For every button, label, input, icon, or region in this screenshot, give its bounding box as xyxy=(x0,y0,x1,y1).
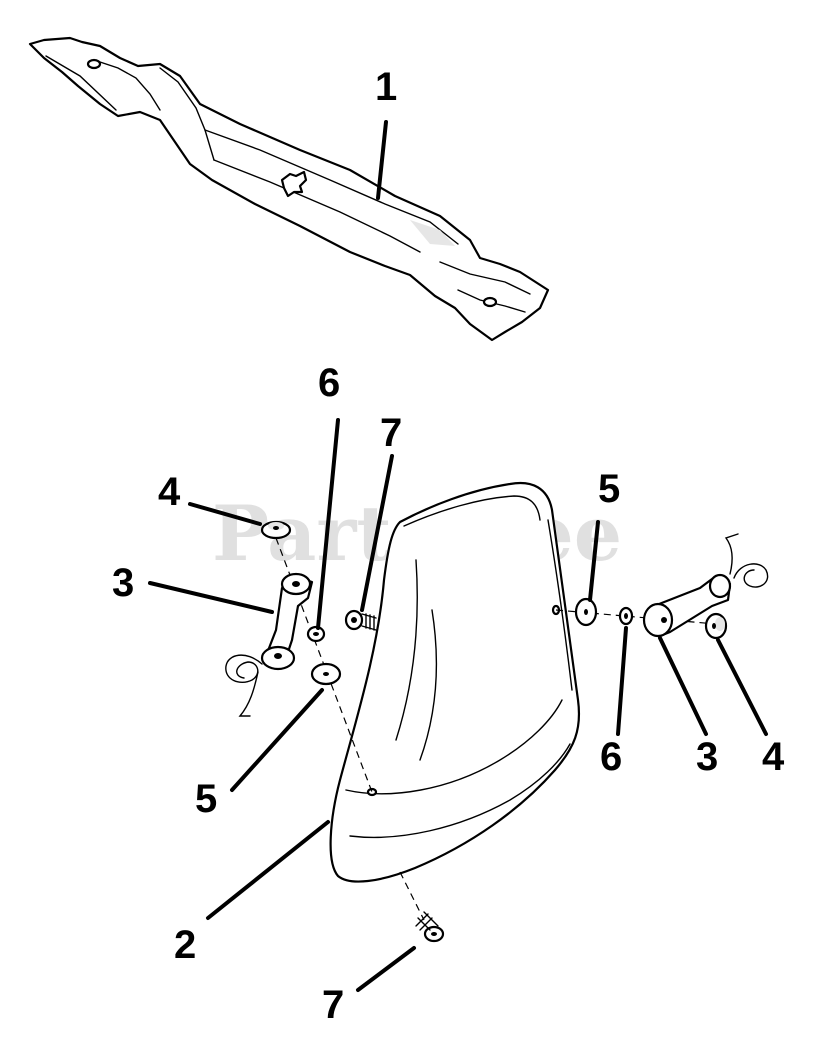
callout-3-bracket-right: 3 xyxy=(696,735,718,779)
leader-line-6-left xyxy=(316,418,340,630)
mower-blade xyxy=(28,36,550,342)
callout-5-washer-right: 5 xyxy=(598,467,620,511)
callout-7-screw-lower: 7 xyxy=(322,983,344,1027)
assembly-line-bottom xyxy=(399,871,425,921)
leader-line-1 xyxy=(376,120,388,200)
callout-1-blade: 1 xyxy=(375,65,397,109)
callout-7-screw-upper: 7 xyxy=(380,411,402,455)
leader-line-7-upper xyxy=(360,454,394,612)
lockwasher-right xyxy=(618,606,634,626)
bracket-right xyxy=(642,533,769,638)
washer-left xyxy=(310,662,342,686)
callout-5-washer-left: 5 xyxy=(195,777,217,821)
callout-6-lockwasher-left: 6 xyxy=(318,361,340,405)
leader-line-4-right xyxy=(716,638,768,736)
leader-line-3-right xyxy=(658,636,708,736)
callout-4-nut-right: 4 xyxy=(762,735,785,779)
nut-left xyxy=(260,520,292,540)
bracket-left xyxy=(225,572,314,717)
washer-right xyxy=(574,597,598,627)
callout-2-deflector: 2 xyxy=(174,923,196,967)
callout-6-lockwasher-right: 6 xyxy=(600,735,622,779)
nut-right xyxy=(704,612,728,640)
leader-line-5-right xyxy=(588,520,600,602)
lockwasher-left xyxy=(306,625,326,643)
leader-line-4-left xyxy=(188,502,262,526)
leader-line-6-right xyxy=(616,626,628,736)
blade-mount-hole-right xyxy=(482,296,498,308)
shield-hole-bottom xyxy=(366,787,378,797)
leader-line-3-left xyxy=(148,581,274,614)
blade-mount-hole-left xyxy=(86,58,102,70)
screw-upper xyxy=(344,609,377,631)
callout-3-bracket-left: 3 xyxy=(112,561,134,605)
leader-line-2 xyxy=(206,820,330,920)
leader-line-7-lower xyxy=(356,946,416,992)
deflector-shield xyxy=(329,481,580,883)
leader-line-5-left xyxy=(230,688,324,792)
screw-lower xyxy=(415,911,445,943)
callout-4-nut-left: 4 xyxy=(158,470,181,514)
blade-star-hole xyxy=(280,170,308,198)
